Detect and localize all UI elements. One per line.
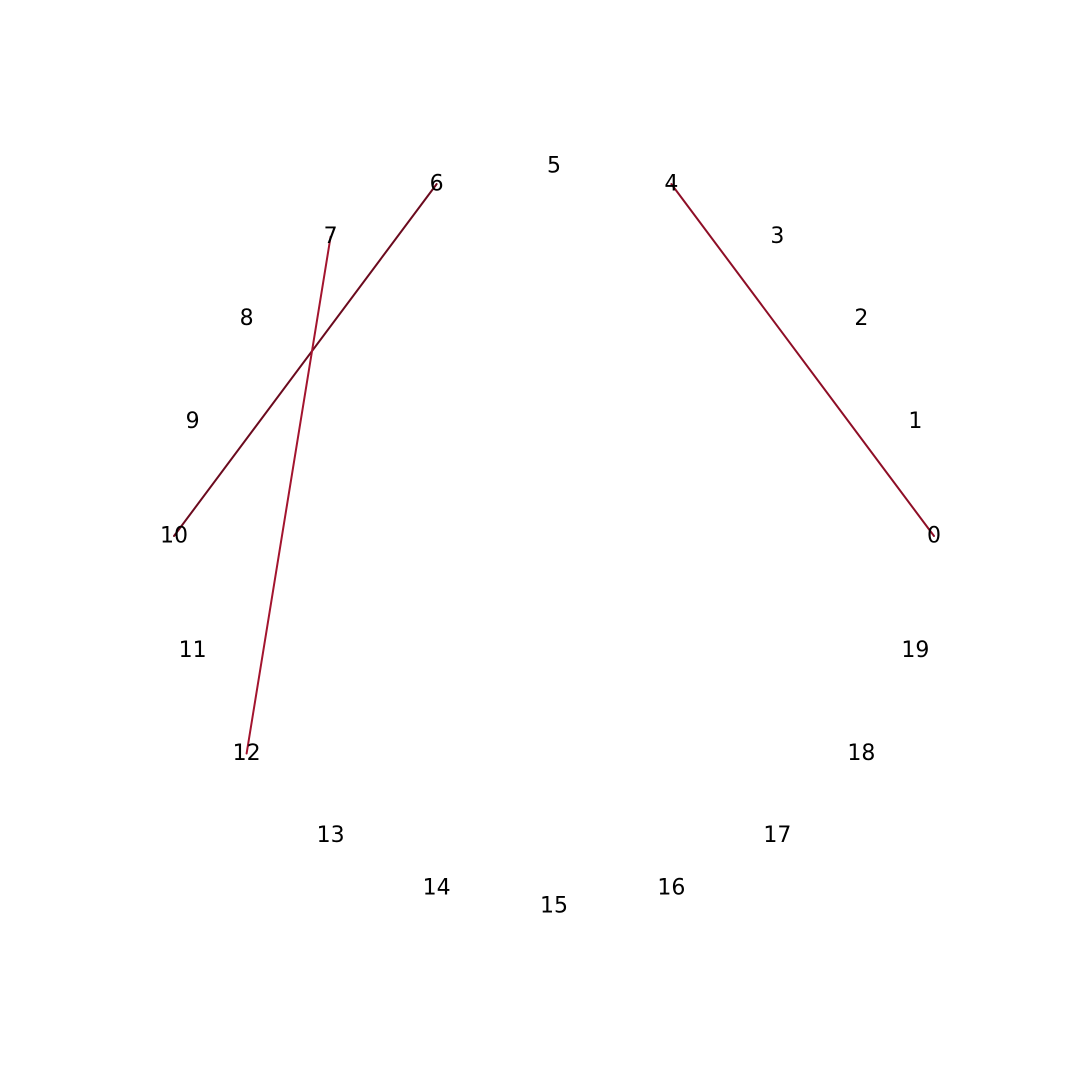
node-label-15: 15 — [540, 894, 568, 919]
node-label-8: 8 — [240, 306, 254, 331]
node-label-13: 13 — [317, 823, 345, 848]
node-label-4: 4 — [664, 172, 678, 197]
node-label-1: 1 — [908, 409, 922, 434]
node-label-0: 0 — [927, 524, 941, 549]
node-label-2: 2 — [854, 306, 868, 331]
node-label-14: 14 — [423, 875, 451, 900]
node-label-5: 5 — [547, 154, 561, 179]
edge-7-12 — [245, 235, 332, 755]
node-label-3: 3 — [770, 224, 784, 249]
node-label-11: 11 — [179, 638, 207, 663]
edge-6-10 — [173, 183, 438, 537]
node-label-19: 19 — [901, 638, 929, 663]
node-label-12: 12 — [233, 741, 261, 766]
node-label-17: 17 — [763, 823, 791, 848]
node-label-16: 16 — [657, 875, 685, 900]
edges-layer — [173, 183, 935, 755]
node-label-10: 10 — [160, 524, 188, 549]
node-label-7: 7 — [324, 224, 338, 249]
edge-0-4 — [670, 183, 935, 537]
node-label-9: 9 — [186, 409, 200, 434]
node-label-18: 18 — [847, 741, 875, 766]
node-label-6: 6 — [430, 172, 444, 197]
